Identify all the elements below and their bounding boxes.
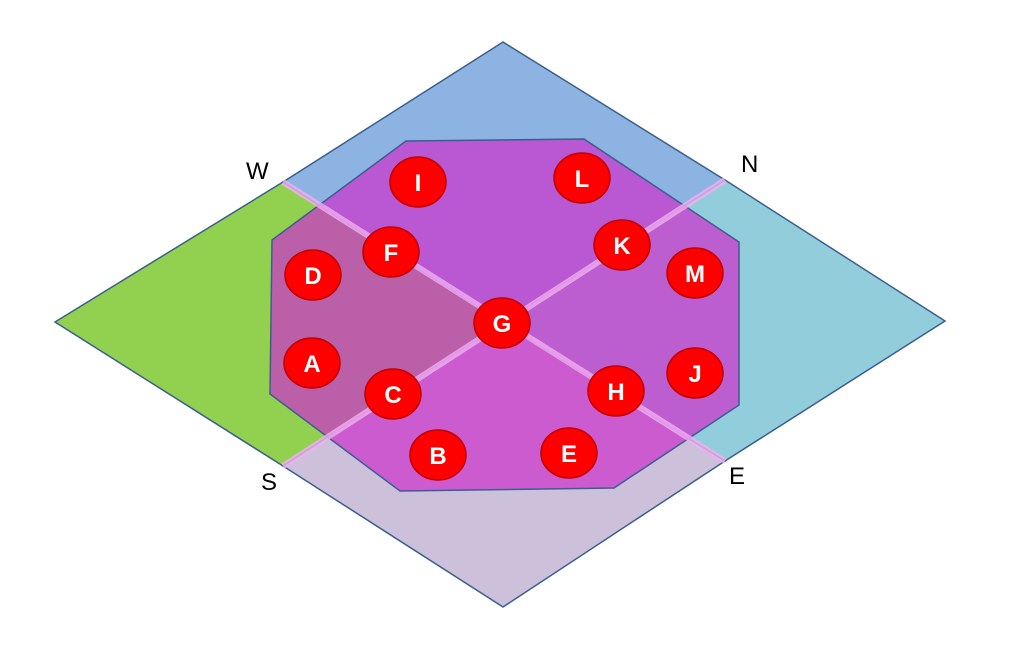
node-c[interactable]: C <box>364 368 422 420</box>
node-d[interactable]: D <box>284 249 342 301</box>
node-d-label: D <box>304 263 321 290</box>
direction-west-label: W <box>246 158 269 185</box>
node-h-label: H <box>607 379 624 406</box>
node-e-label: E <box>561 441 577 468</box>
node-k[interactable]: K <box>593 219 651 271</box>
direction-east-label: E <box>729 463 745 490</box>
node-a-label: A <box>303 351 320 378</box>
node-a[interactable]: A <box>283 337 341 389</box>
node-f-label: F <box>384 240 399 267</box>
node-i-label: I <box>415 170 422 197</box>
node-g[interactable]: G <box>473 297 531 349</box>
node-j-label: J <box>688 361 701 388</box>
node-b-label: B <box>429 443 446 470</box>
node-c-label: C <box>384 382 401 409</box>
node-i[interactable]: I <box>389 156 447 208</box>
node-f[interactable]: F <box>362 226 420 278</box>
node-k-label: K <box>613 233 631 260</box>
direction-south-label: S <box>261 469 277 496</box>
node-m[interactable]: M <box>666 247 724 299</box>
node-m-label: M <box>685 261 705 288</box>
node-l[interactable]: L <box>553 152 611 204</box>
node-g-label: G <box>493 311 512 338</box>
node-l-label: L <box>575 166 590 193</box>
direction-north-label: N <box>741 151 758 178</box>
node-h[interactable]: H <box>587 365 645 417</box>
node-b[interactable]: B <box>409 429 467 481</box>
node-e[interactable]: E <box>540 427 598 479</box>
node-j[interactable]: J <box>666 347 724 399</box>
